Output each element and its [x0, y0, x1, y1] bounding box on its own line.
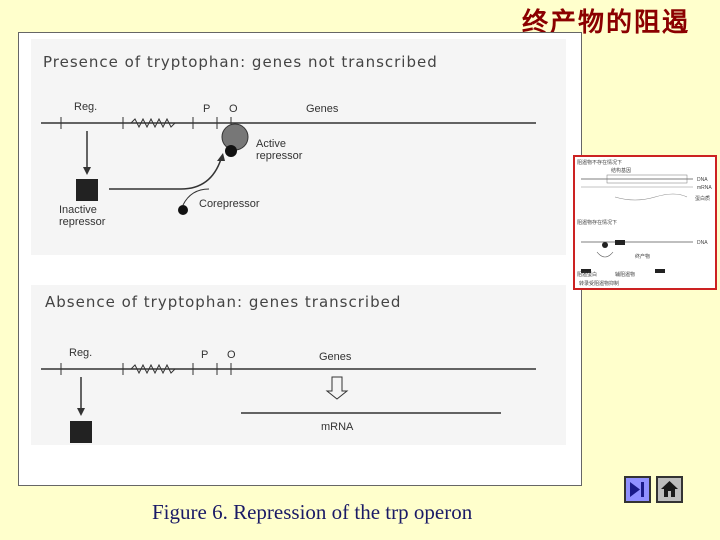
transcribed-panel: Absence of tryptophan: genes transcribed…: [31, 285, 566, 445]
prev-slide-icon: [630, 482, 644, 497]
home-icon: [661, 481, 678, 497]
genes-label-2: Genes: [319, 351, 352, 363]
inactive-repressor-label-2: repressor: [59, 216, 106, 228]
active-repressor-circle: [221, 123, 249, 151]
operator-label-2: O: [227, 349, 236, 361]
home-button[interactable]: [656, 476, 683, 503]
genes-label: Genes: [306, 103, 339, 115]
thumb-text-9: 阻遏蛋白: [577, 272, 598, 278]
thumb-text-1: 阻遏物不存在情况下: [577, 160, 623, 166]
inactive-repressor-box-2: [70, 421, 92, 443]
operator-label: O: [229, 103, 238, 115]
reg-label-2: Reg.: [69, 347, 93, 359]
corepressor-label: Corepressor: [199, 198, 260, 210]
transcription-arrow: [325, 376, 349, 400]
reg-label: Reg.: [74, 101, 98, 113]
transcribed-diagram: [41, 363, 536, 443]
thumb-text-6: 阻遏物存在情况下: [577, 220, 618, 226]
active-repressor-label-2: repressor: [256, 150, 303, 162]
operon-thumbnail: 阻遏物不存在情况下 结构基因 DNA mRNA 蛋白质 阻遏物存在情况下 DNA…: [573, 155, 717, 290]
prev-slide-button[interactable]: [624, 476, 651, 503]
repressed-heading: Presence of tryptophan: genes not transc…: [43, 53, 438, 71]
thumb-text-2: 结构基因: [611, 168, 632, 174]
repressed-diagram: [41, 117, 536, 215]
active-repressor-label-1: Active: [256, 138, 286, 150]
thumb-text-4: mRNA: [697, 185, 712, 191]
thumb-text-7: DNA: [697, 240, 708, 246]
thumb-text-5: 蛋白质: [695, 196, 711, 202]
thumbnail-diagram: [581, 174, 693, 273]
figure-caption: Figure 6. Repression of the trp operon: [152, 500, 473, 524]
figure-image: Presence of tryptophan: genes not transc…: [18, 32, 582, 486]
thumb-text-11: 转录受阻遏物抑制: [579, 281, 620, 287]
thumb-text-8: 终产物: [635, 254, 651, 260]
transcribed-heading: Absence of tryptophan: genes transcribed: [45, 293, 402, 311]
repressed-panel: Presence of tryptophan: genes not transc…: [31, 39, 566, 255]
promoter-label-2: P: [201, 349, 209, 361]
mrna-label: mRNA: [321, 421, 354, 433]
corepressor-dot: [178, 205, 188, 215]
inactive-repressor-box: [76, 179, 98, 201]
thumb-text-10: 辅阻遏物: [615, 272, 636, 278]
inactive-repressor-label-1: Inactive: [59, 204, 97, 216]
promoter-label: P: [203, 103, 211, 115]
thumb-text-3: DNA: [697, 177, 708, 183]
